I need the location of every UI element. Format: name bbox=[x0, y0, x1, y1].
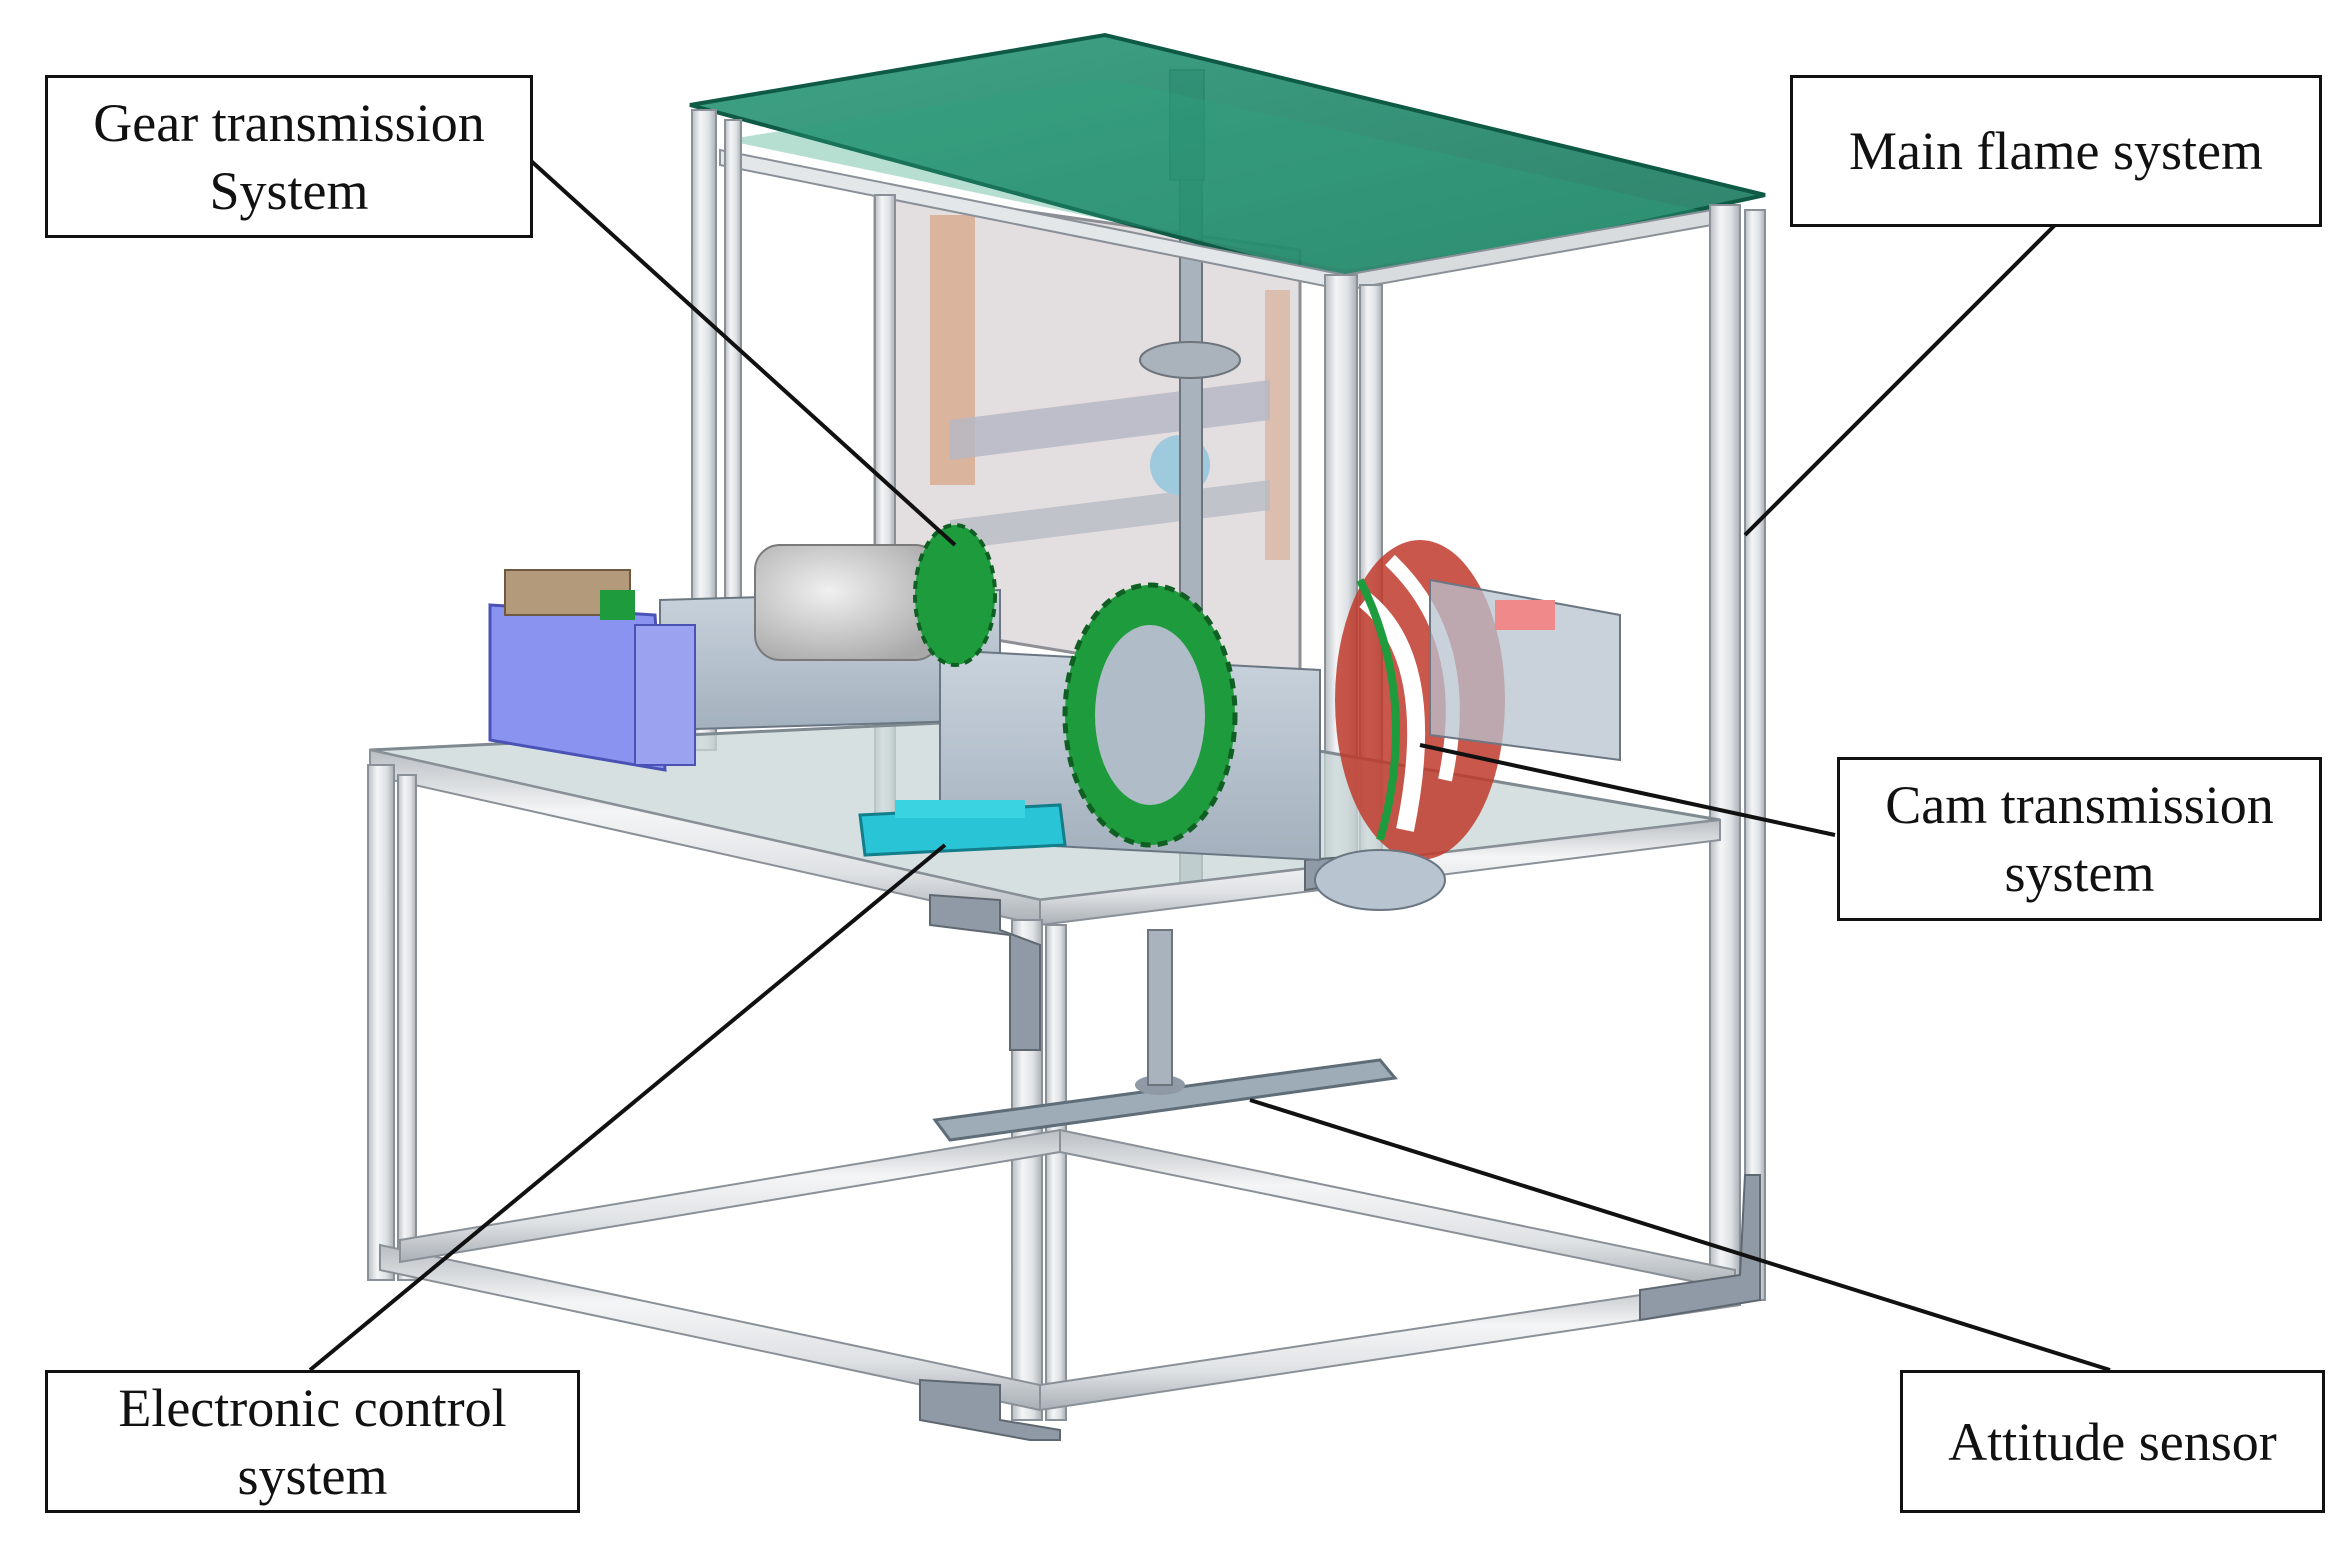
control-unit bbox=[488, 569, 696, 772]
label-main-frame-system: Main flame system bbox=[1790, 75, 2322, 227]
leader-line-electronic bbox=[308, 843, 947, 1372]
label-gear-line1: Gear transmission bbox=[93, 92, 485, 153]
leader-line-gear bbox=[528, 158, 957, 547]
label-attitude-sensor: Attitude sensor bbox=[1900, 1370, 2325, 1513]
label-electronic-line1: Electronic control bbox=[118, 1377, 507, 1438]
label-electronic-control-system: Electronic control system bbox=[45, 1370, 580, 1513]
cam-assembly bbox=[1314, 540, 1621, 911]
top-cover-panel bbox=[689, 32, 1766, 292]
leader-line-frame bbox=[1743, 223, 2057, 537]
label-cam-line1: Cam transmission bbox=[1885, 775, 2274, 835]
label-cam-line2: system bbox=[2004, 843, 2155, 903]
label-gear-transmission-system: Gear transmission System bbox=[45, 75, 533, 238]
label-cam-transmission-system: Cam transmission system bbox=[1837, 757, 2322, 921]
leader-lines bbox=[308, 158, 2111, 1372]
attitude-sensor-arm bbox=[932, 929, 1398, 1142]
leader-line-attitude bbox=[1249, 1098, 2111, 1372]
leader-line-cam bbox=[1419, 743, 1836, 837]
label-gear-line2: System bbox=[209, 160, 369, 221]
label-electronic-line2: system bbox=[237, 1445, 388, 1506]
sensor-board bbox=[858, 800, 1067, 857]
label-frame-line1: Main flame system bbox=[1849, 121, 2263, 181]
label-attitude-line1: Attitude sensor bbox=[1948, 1411, 2277, 1472]
